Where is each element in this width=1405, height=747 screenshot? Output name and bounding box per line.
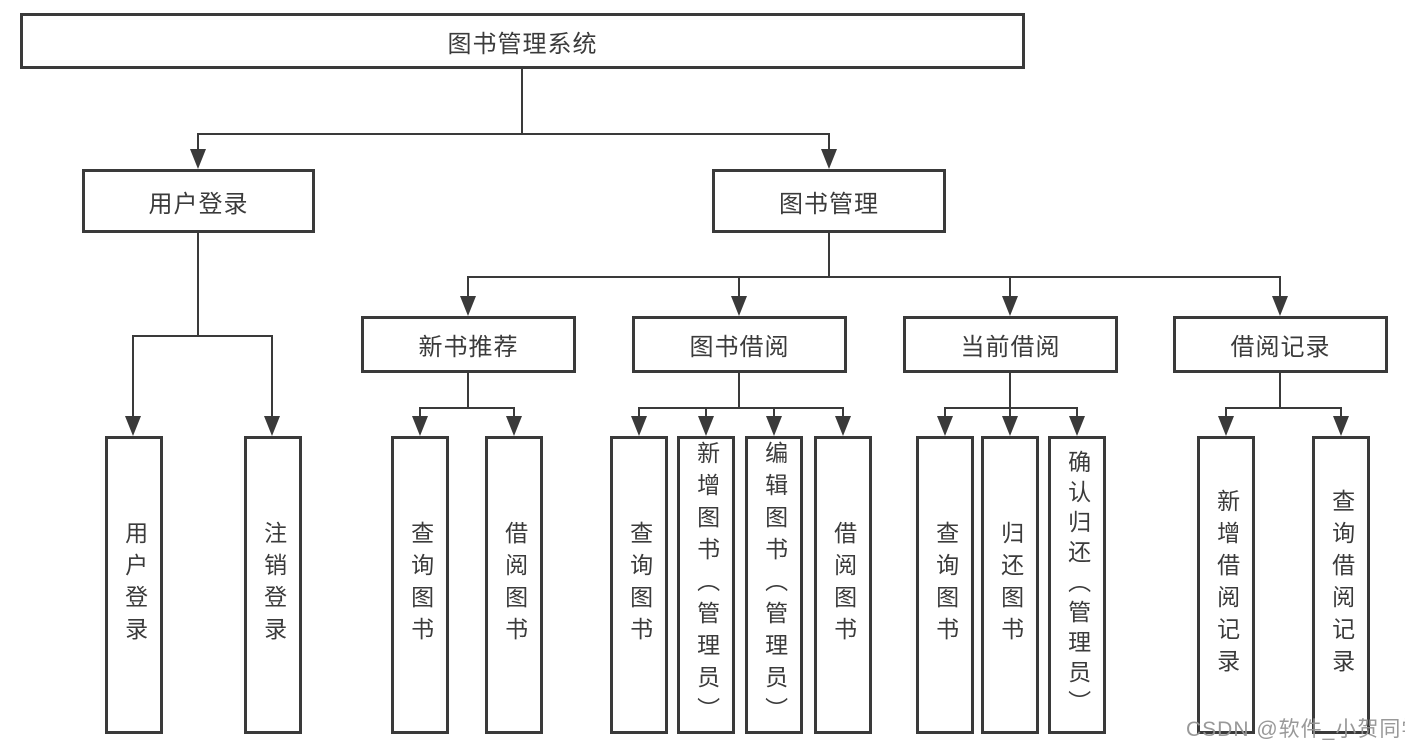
leaf-add-borrow-record-label: 新增借阅记录 — [1213, 489, 1240, 681]
arrowhead-icon — [1272, 296, 1288, 316]
connector-line — [828, 133, 830, 151]
leaf-add-book-admin-label: 新增图书（管理员） — [693, 441, 720, 729]
connector-line — [467, 276, 1281, 278]
connector-line — [1225, 407, 1342, 409]
connector-line — [738, 373, 740, 409]
node-book-management-label: 图书管理 — [779, 190, 879, 218]
leaf-logout-label: 注销登录 — [260, 521, 287, 649]
leaf-logout: 注销登录 — [244, 436, 302, 734]
arrowhead-icon — [835, 416, 851, 436]
csdn-watermark: CSDN @软件_小贺同学 — [1186, 718, 1405, 741]
connector-line — [467, 276, 469, 298]
connector-line — [1279, 373, 1281, 409]
arrowhead-icon — [1069, 416, 1085, 436]
arrowhead-icon — [698, 416, 714, 436]
connector-line — [1009, 373, 1011, 409]
arrowhead-icon — [821, 149, 837, 169]
arrowhead-icon — [190, 149, 206, 169]
leaf-user-login-label: 用户登录 — [121, 521, 148, 649]
leaf-return-book-label: 归还图书 — [997, 521, 1024, 649]
arrowhead-icon — [1002, 416, 1018, 436]
node-system-label: 图书管理系统 — [447, 30, 598, 58]
connector-line — [1340, 407, 1342, 418]
connector-line — [705, 407, 707, 418]
leaf-return-book: 归还图书 — [981, 436, 1039, 734]
connector-line — [197, 233, 199, 337]
node-book-borrow: 图书借阅 — [632, 316, 847, 373]
node-book-management: 图书管理 — [712, 169, 946, 233]
arrowhead-icon — [731, 296, 747, 316]
arrowhead-icon — [460, 296, 476, 316]
connector-line — [197, 133, 830, 135]
connector-line — [1279, 276, 1281, 298]
arrowhead-icon — [1333, 416, 1349, 436]
leaf-query-borrow-record-label: 查询借阅记录 — [1328, 489, 1355, 681]
arrowhead-icon — [506, 416, 522, 436]
arrowhead-icon — [631, 416, 647, 436]
connector-line — [197, 133, 199, 151]
leaf-borrow-books-recommend: 借阅图书 — [485, 436, 543, 734]
arrowhead-icon — [264, 416, 280, 436]
leaf-confirm-return-admin-label: 确认归还（管理员） — [1064, 450, 1091, 720]
connector-line — [638, 407, 844, 409]
arrowhead-icon — [766, 416, 782, 436]
leaf-query-books-borrow: 查询图书 — [610, 436, 668, 734]
leaf-confirm-return-admin: 确认归还（管理员） — [1048, 436, 1106, 734]
leaf-query-books-current-label: 查询图书 — [932, 521, 959, 649]
connector-line — [521, 69, 523, 134]
leaf-query-borrow-record: 查询借阅记录 — [1312, 436, 1370, 734]
connector-line — [738, 276, 740, 298]
leaf-query-books-borrow-label: 查询图书 — [626, 521, 653, 649]
leaf-edit-book-admin-label: 编辑图书（管理员） — [761, 441, 788, 729]
leaf-add-book-admin: 新增图书（管理员） — [677, 436, 735, 734]
node-new-book-recommend: 新书推荐 — [361, 316, 576, 373]
connector-line — [773, 407, 775, 418]
connector-line — [467, 373, 469, 409]
leaf-user-login: 用户登录 — [105, 436, 163, 734]
connector-line — [1009, 407, 1011, 418]
leaf-edit-book-admin: 编辑图书（管理员） — [745, 436, 803, 734]
node-current-borrow: 当前借阅 — [903, 316, 1118, 373]
arrowhead-icon — [412, 416, 428, 436]
node-new-book-recommend-label: 新书推荐 — [418, 334, 519, 361]
node-user-login-label: 用户登录 — [148, 190, 249, 218]
connector-line — [1076, 407, 1078, 418]
arrowhead-icon — [1002, 296, 1018, 316]
connector-line — [132, 335, 134, 418]
arrowhead-icon — [937, 416, 953, 436]
node-user-login: 用户登录 — [82, 169, 315, 233]
node-borrow-records-label: 借阅记录 — [1230, 334, 1331, 361]
connector-line — [944, 407, 1078, 409]
connector-line — [513, 407, 515, 418]
leaf-borrow-books: 借阅图书 — [814, 436, 872, 734]
connector-line — [132, 335, 273, 337]
leaf-borrow-books-recommend-label: 借阅图书 — [501, 521, 528, 649]
leaf-query-books-recommend-label: 查询图书 — [407, 521, 434, 649]
connector-line — [842, 407, 844, 418]
connector-line — [419, 407, 515, 409]
leaf-add-borrow-record: 新增借阅记录 — [1197, 436, 1255, 734]
node-book-borrow-label: 图书借阅 — [689, 334, 790, 361]
connector-line — [638, 407, 640, 418]
arrowhead-icon — [125, 416, 141, 436]
connector-line — [1009, 276, 1011, 298]
leaf-borrow-books-label: 借阅图书 — [830, 521, 857, 649]
node-system: 图书管理系统 — [20, 13, 1025, 69]
leaf-query-books-current: 查询图书 — [916, 436, 974, 734]
node-current-borrow-label: 当前借阅 — [960, 334, 1061, 361]
connector-line — [419, 407, 421, 418]
connector-line — [944, 407, 946, 418]
connector-line — [1225, 407, 1227, 418]
arrowhead-icon — [1218, 416, 1234, 436]
connector-line — [271, 335, 273, 418]
node-borrow-records: 借阅记录 — [1173, 316, 1388, 373]
connector-line — [828, 233, 830, 278]
leaf-query-books-recommend: 查询图书 — [391, 436, 449, 734]
